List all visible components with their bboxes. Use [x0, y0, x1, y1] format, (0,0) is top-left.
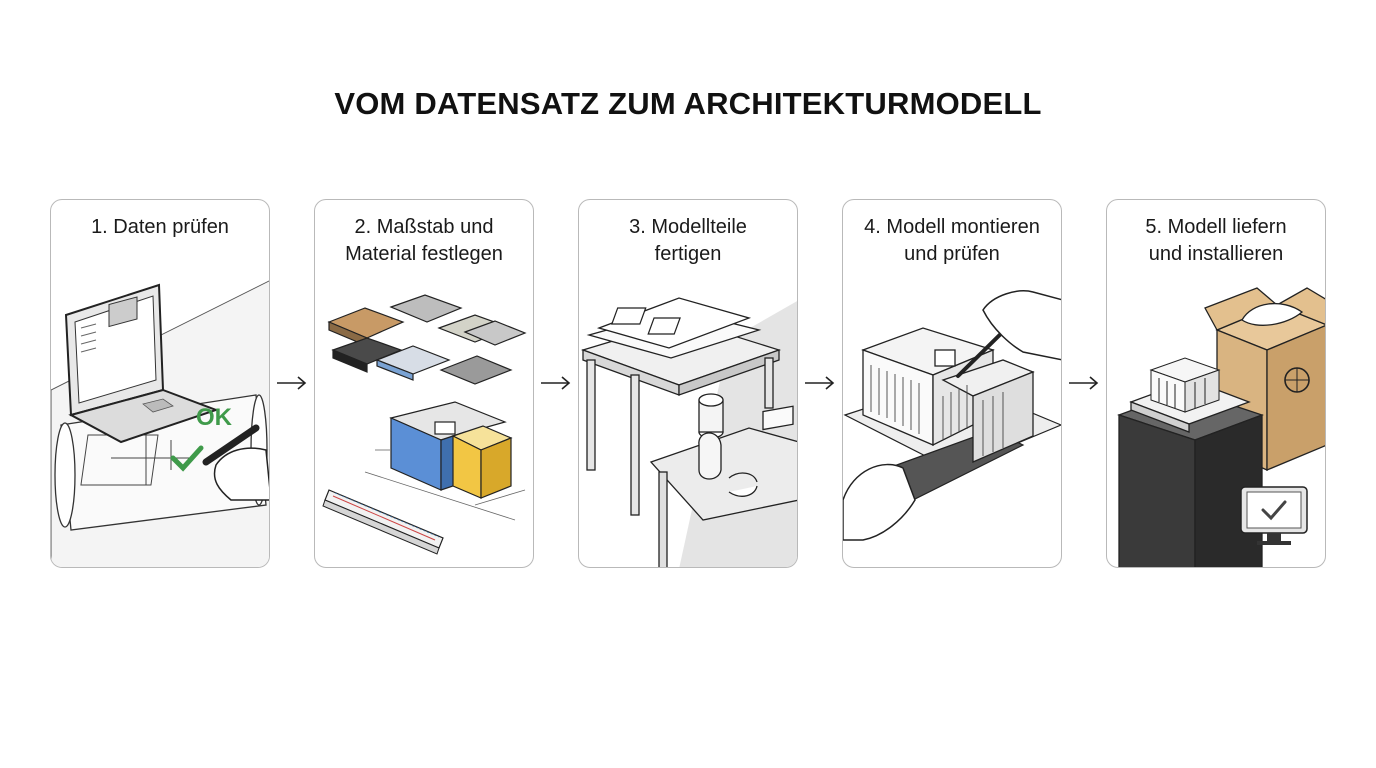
arrow-right-icon — [540, 374, 572, 392]
step-card-1: OK 1. Daten prüfen — [50, 199, 270, 568]
ok-badge: OK — [196, 404, 233, 431]
step-label-1: 1. Daten prüfen — [51, 214, 269, 241]
step-label-5: 5. Modell liefern und installieren — [1107, 214, 1325, 268]
diagram-title: VOM DATENSATZ ZUM ARCHITEKTURMODELL — [0, 86, 1376, 122]
step-card-4: 4. Modell montieren und prüfen — [842, 199, 1062, 568]
step-label-3: 3. Modellteile fertigen — [579, 214, 797, 268]
step-card-2: 2. Maßstab und Material festlegen — [314, 199, 534, 568]
step-label-4: 4. Modell montieren und prüfen — [843, 214, 1061, 268]
step-label-2: 2. Maßstab und Material festlegen — [315, 214, 533, 268]
arrow-right-icon — [276, 374, 308, 392]
arrow-right-icon — [804, 374, 836, 392]
step-card-5: 5. Modell liefern und installieren — [1106, 199, 1326, 568]
arrow-right-icon — [1068, 374, 1100, 392]
building-model — [1151, 358, 1219, 412]
check-data-illustration: OK — [51, 200, 270, 568]
step-card-3: 3. Modellteile fertigen — [578, 199, 798, 568]
hand-icon — [983, 291, 1062, 360]
hand-icon — [843, 465, 915, 540]
material-samples — [329, 295, 525, 384]
scale-ruler — [323, 490, 443, 554]
massing-model — [391, 402, 511, 498]
